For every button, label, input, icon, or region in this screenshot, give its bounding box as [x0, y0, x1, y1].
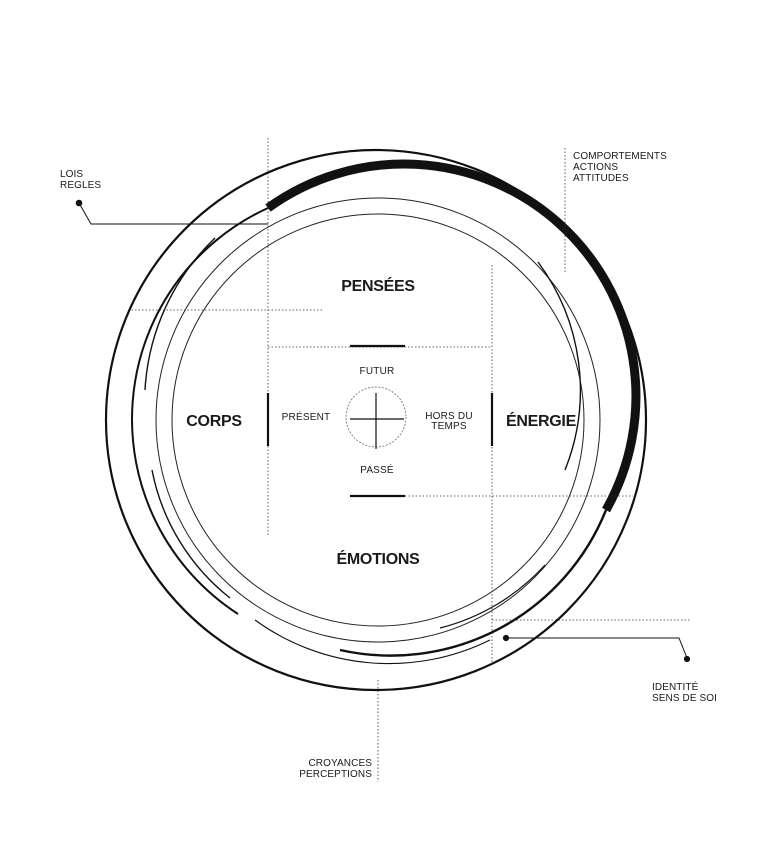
- label-hors-du: HORS DU: [425, 411, 473, 422]
- annotation-attitudes: ATTITUDES: [573, 173, 629, 184]
- annotation-identite: IDENTITÉ: [652, 680, 699, 693]
- annotation-croyances: CROYANCES: [308, 758, 372, 769]
- annotation-regles: REGLES: [60, 180, 101, 191]
- annotation-lois: LOIS: [60, 169, 83, 180]
- label-temps: TEMPS: [431, 421, 467, 432]
- thin-arc-bottom: [254, 619, 491, 665]
- tick-marks: [266, 344, 494, 498]
- ring-arc-bottom: [339, 509, 608, 657]
- thin-arc-right: [537, 261, 582, 471]
- label-pensees: PENSÉES: [341, 276, 415, 295]
- label-corps: CORPS: [186, 413, 242, 430]
- middle-circle: [155, 197, 601, 643]
- label-present: PRÉSENT: [282, 410, 331, 423]
- leader-lines: [75, 199, 691, 663]
- annotation-perceptions: PERCEPTIONS: [299, 769, 372, 780]
- label-emotions: ÉMOTIONS: [337, 549, 421, 568]
- label-futur: FUTUR: [360, 366, 395, 377]
- crosshair-icon: [350, 393, 404, 449]
- thin-arc-lower-left: [151, 469, 231, 599]
- annotation-sens-de-soi: SENS DE SOI: [652, 693, 717, 704]
- label-passe: PASSÉ: [360, 463, 394, 476]
- thin-arc-lower-right: [439, 564, 546, 629]
- label-energie: ÉNERGIE: [506, 411, 577, 430]
- annotation-comportements: COMPORTEMENTS: [573, 151, 667, 162]
- outer-circle: [104, 148, 648, 692]
- guide-lines: [128, 138, 690, 782]
- annotation-actions: ACTIONS: [573, 162, 618, 173]
- heavy-arc: [265, 159, 641, 513]
- ring-arc-left: [131, 207, 269, 615]
- thin-arc-upper-left: [144, 237, 216, 391]
- inner-circle: [171, 213, 585, 627]
